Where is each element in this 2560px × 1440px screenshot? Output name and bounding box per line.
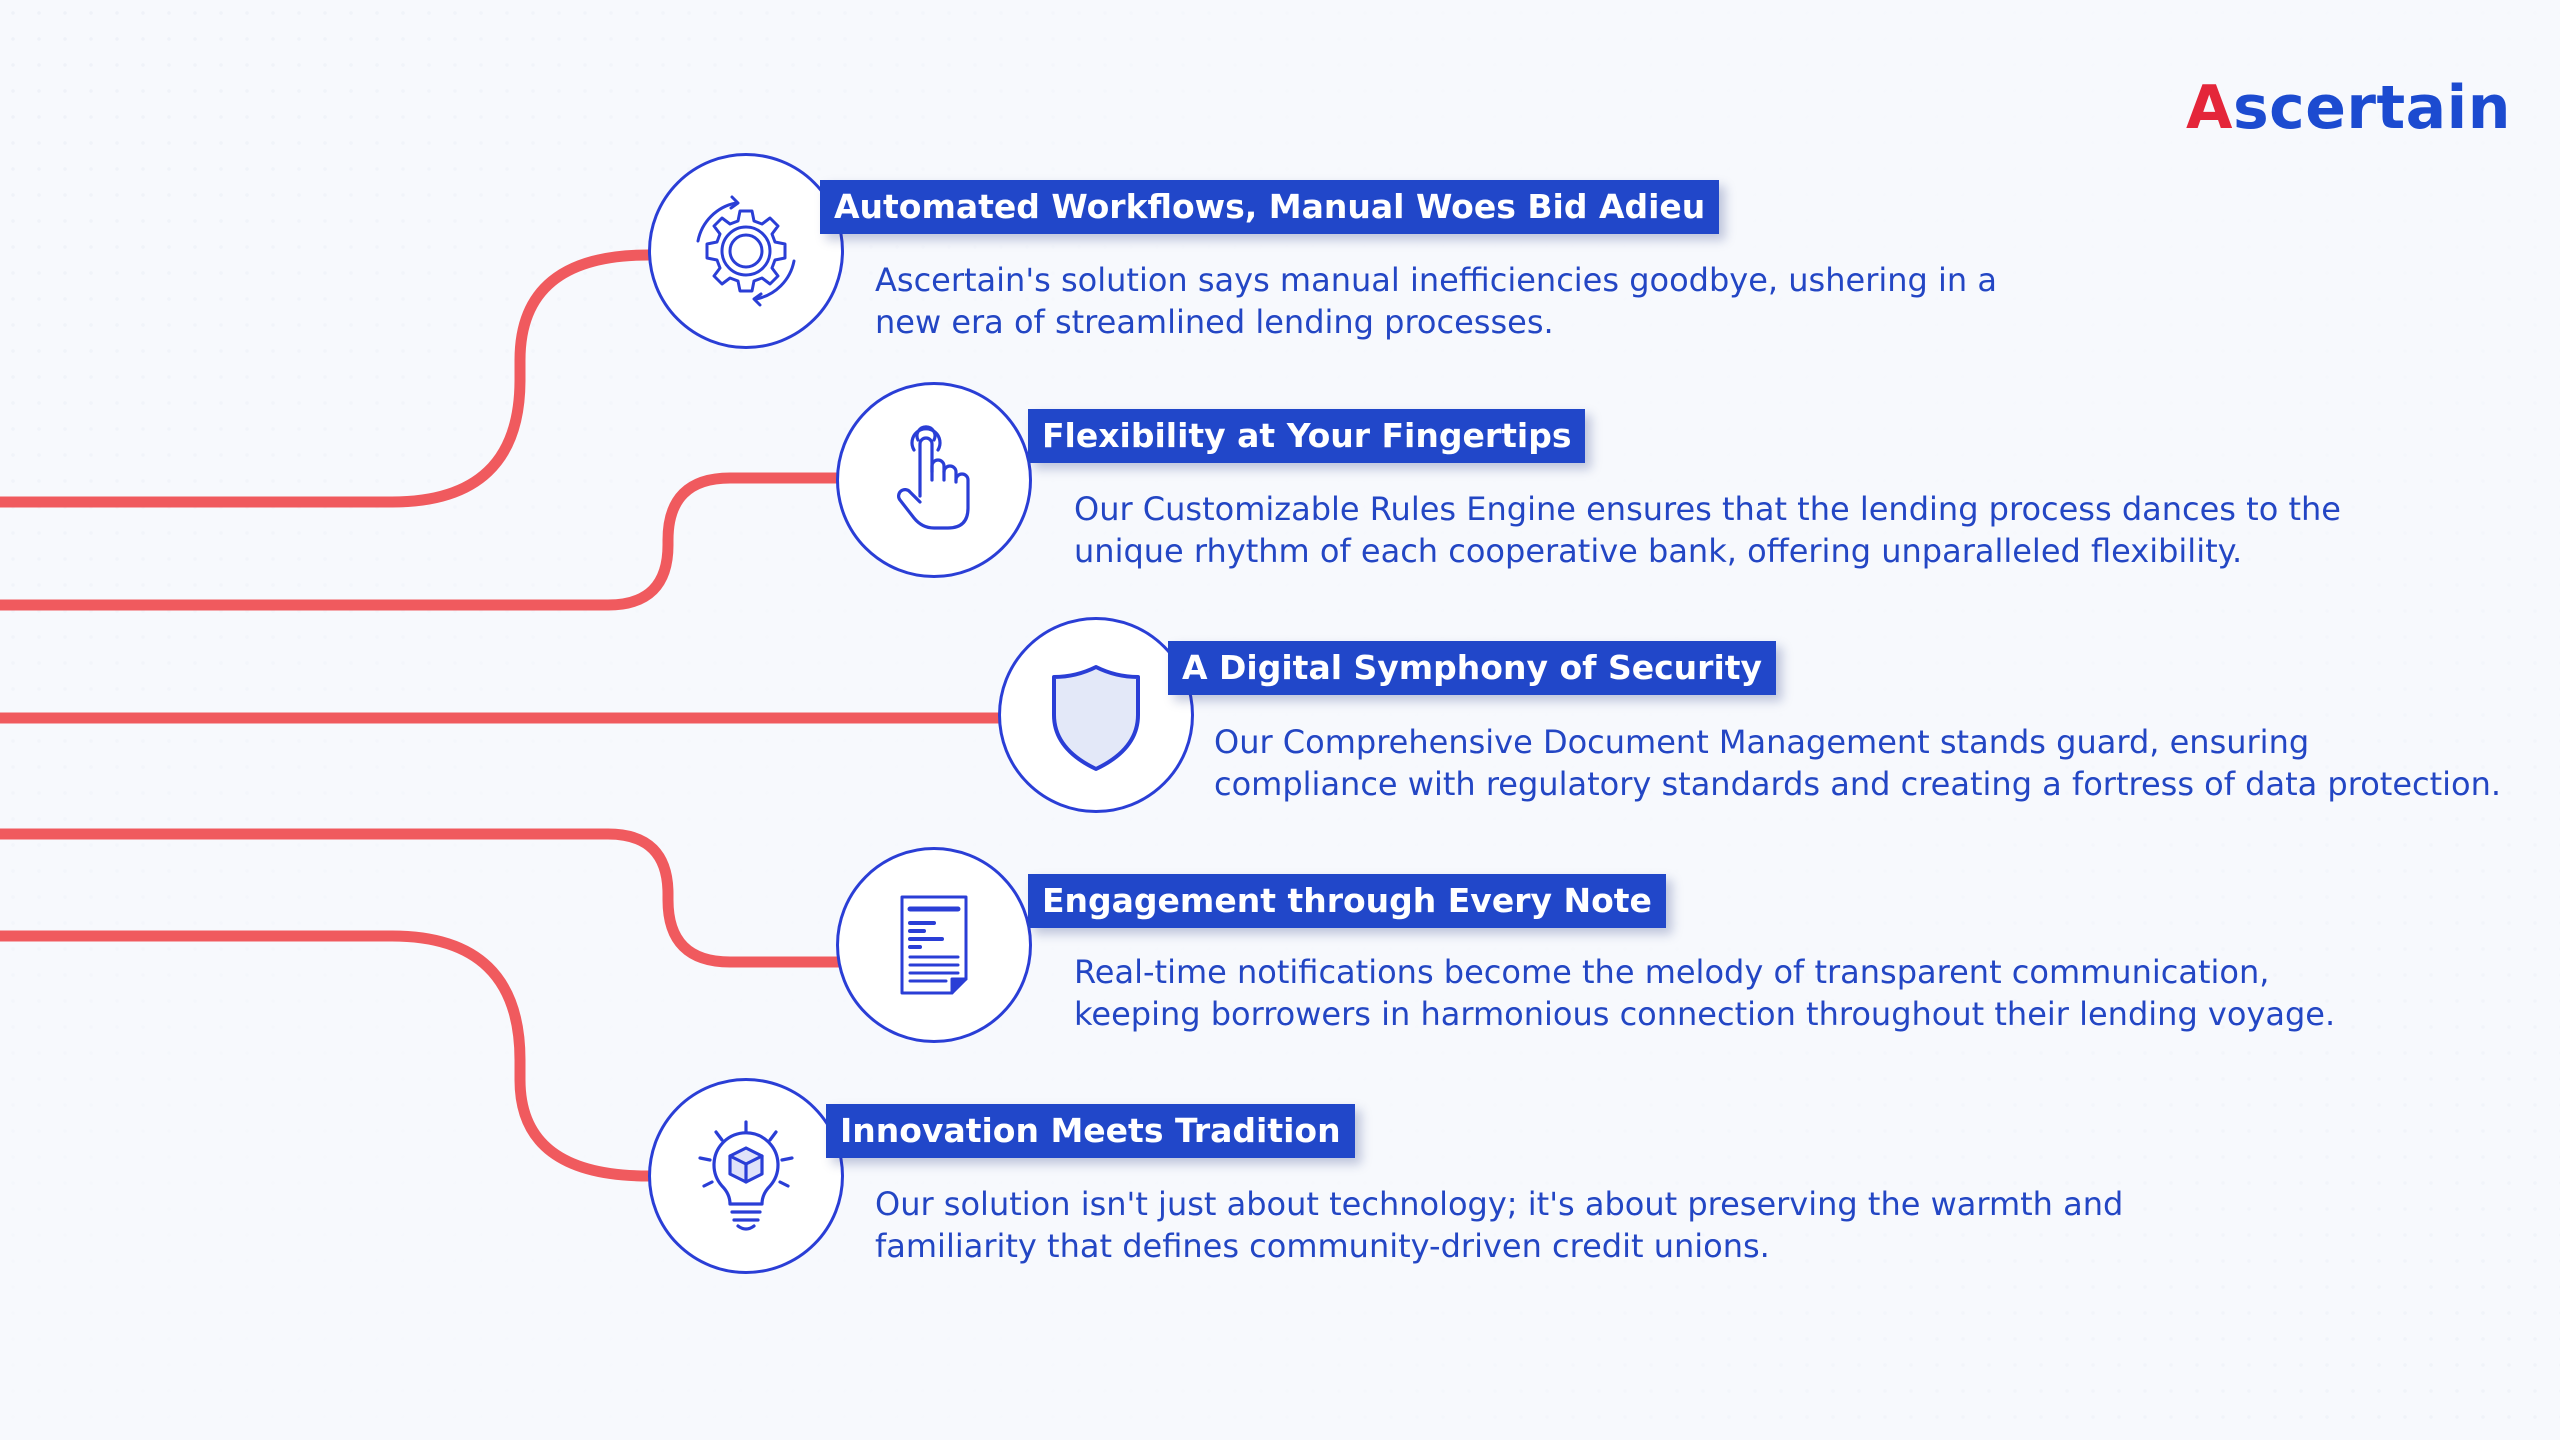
logo-wordmark: scertain [2232,73,2511,143]
connector-line-2 [0,472,852,611]
gear-icon [696,195,796,307]
description-line: Our Comprehensive Document Management st… [1214,723,2310,761]
connector-line-4 [0,828,852,968]
description-line: Ascertain's solution says manual ineffic… [875,261,1997,299]
hand-pointer-icon [897,425,970,530]
feature-icon-circle [998,617,1194,813]
feature-title: A Digital Symphony of Security [1168,641,1777,695]
shield-icon [1052,665,1140,771]
description-line: new era of streamlined lending processes… [875,303,1554,341]
ascertain-logo[interactable]: Ascertain [2186,78,2511,138]
logo-mark: A [2186,73,2233,143]
feature-description: Our Comprehensive Document Management st… [1214,721,2501,805]
feature-description: Our solution isn't just about technology… [875,1183,2123,1267]
feature-title: Engagement through Every Note [1028,874,1666,928]
feature-description: Our Customizable Rules Engine ensures th… [1074,488,2341,572]
feature-title: Flexibility at Your Fingertips [1028,409,1586,463]
feature-title: Innovation Meets Tradition [826,1104,1355,1158]
description-line: compliance with regulatory standards and… [1214,765,2502,803]
feature-icon-circle [836,847,1032,1043]
connector-line-1 [0,249,666,508]
feature-icon-circle [648,1078,844,1274]
connector-line-5 [0,930,666,1182]
description-line: Our Customizable Rules Engine ensures th… [1074,490,2341,528]
feature-icon-circle [648,153,844,349]
description-line: unique rhythm of each cooperative bank, … [1074,532,2243,570]
feature-description: Real-time notifications become the melod… [1074,951,2335,1035]
feature-icon-circle [836,382,1032,578]
lightbulb-icon [698,1120,794,1231]
description-line: Our solution isn't just about technology… [875,1185,2124,1223]
feature-description: Ascertain's solution says manual ineffic… [875,259,1997,343]
description-line: familiarity that defines community-drive… [875,1227,1770,1265]
description-line: keeping borrowers in harmonious connecti… [1074,995,2336,1033]
description-line: Real-time notifications become the melod… [1074,953,2270,991]
feature-title: Automated Workflows, Manual Woes Bid Adi… [820,180,1720,234]
document-icon [900,895,968,995]
